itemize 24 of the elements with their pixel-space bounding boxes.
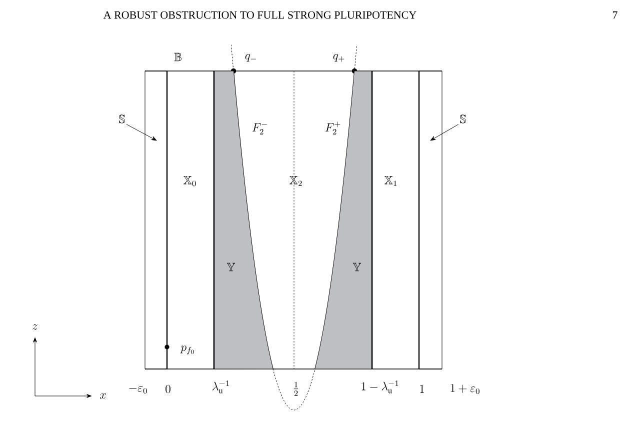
region-label: $\mathbb{B}$: [174, 52, 182, 62]
region-label: $\mathbb{X}_2$: [290, 176, 302, 186]
boundary-strip: [144, 70, 168, 370]
boundary-strip: [418, 70, 442, 370]
point-label: $p_{f_0}$: [180, 346, 194, 354]
axis-label: $x$: [100, 393, 106, 399]
tick-label: $-\varepsilon_0$: [129, 386, 147, 394]
leader-arrow: [430, 124, 459, 141]
tick-label: $0$: [166, 384, 170, 394]
page-number: 7: [612, 11, 618, 19]
curve-label: $F_2^-$: [252, 123, 267, 134]
region-label: $\mathbb{S}$: [460, 114, 466, 124]
tick-label: $\lambda_{\mathrm{u}}^{-1}$: [212, 380, 229, 394]
region-label: $\mathbb{S}$: [119, 114, 126, 124]
curve-label: $F_2^+$: [325, 122, 340, 134]
tick-label: $1+\varepsilon_0$: [450, 384, 480, 394]
region-label: $\mathbb{X}_0$: [184, 176, 196, 186]
tick-label: $\tfrac{1}{2}$: [292, 380, 300, 397]
tick-label: $1$: [420, 384, 424, 393]
leader-arrow: [126, 124, 157, 141]
header: A ROBUST OBSTRUCTION TO FULL STRONG PLURIPOTENCY: [103, 11, 416, 19]
region-label: $\mathbb{X}_1$: [384, 176, 397, 186]
tick-label: $1-\lambda_{\mathrm{u}}^{-1}$: [362, 380, 398, 394]
axis-label: $z$: [32, 324, 38, 330]
